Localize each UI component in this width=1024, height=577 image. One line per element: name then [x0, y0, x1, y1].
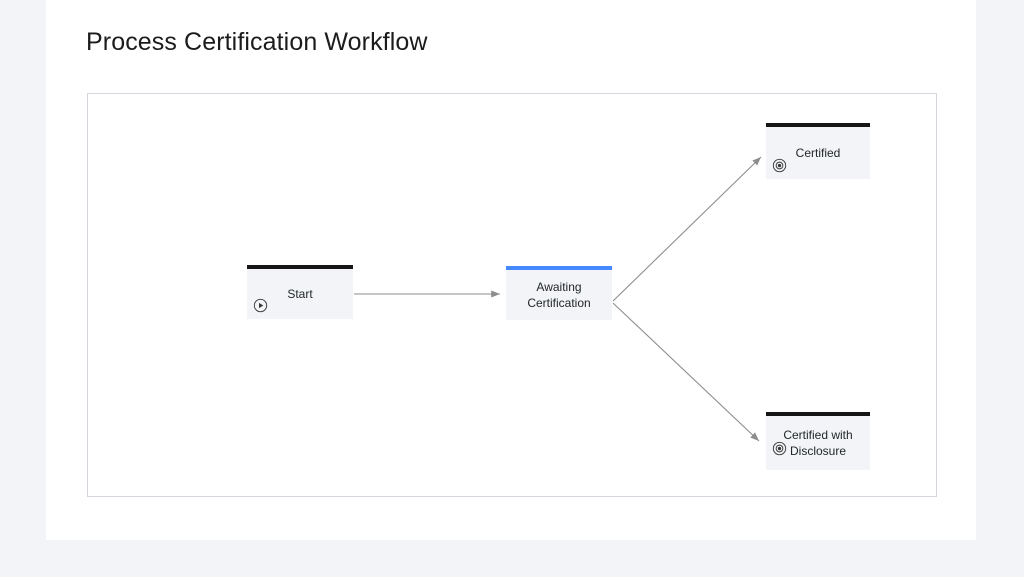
node-start-label: Start — [287, 287, 313, 301]
end-state-circle-icon — [772, 158, 787, 173]
node-awaiting-label-line1: Awaiting — [536, 280, 582, 294]
node-awaiting-status-bar — [506, 266, 612, 270]
node-disclosure-status-bar — [766, 412, 870, 416]
node-disclosure-label-line2: Disclosure — [789, 444, 846, 458]
node-awaiting-label: Awaiting Certification — [506, 270, 612, 320]
end-state-circle-icon — [772, 441, 787, 456]
node-disclosure-label: Certified with Disclosure — [766, 416, 870, 470]
node-awaiting-certification[interactable]: Awaiting Certification — [506, 266, 612, 320]
node-disclosure-label-line1: Certified with — [783, 428, 853, 442]
node-start[interactable]: Start — [247, 265, 353, 319]
workflow-diagram-canvas[interactable]: Start Awaiting Certification — [87, 93, 937, 497]
page-title: Process Certification Workflow — [86, 28, 428, 56]
node-start-status-bar — [247, 265, 353, 269]
content-card: Process Certification Workflow Start — [46, 0, 976, 540]
node-certified[interactable]: Certified — [766, 123, 870, 179]
edge-awaiting-to-disclosure[interactable] — [612, 302, 760, 442]
node-certified-with-disclosure[interactable]: Certified with Disclosure — [766, 412, 870, 470]
edge-awaiting-to-certified[interactable] — [612, 156, 762, 302]
node-certified-label: Certified — [795, 146, 841, 160]
node-awaiting-label-line2: Certification — [527, 296, 591, 310]
play-circle-icon — [253, 298, 268, 313]
node-certified-status-bar — [766, 123, 870, 127]
